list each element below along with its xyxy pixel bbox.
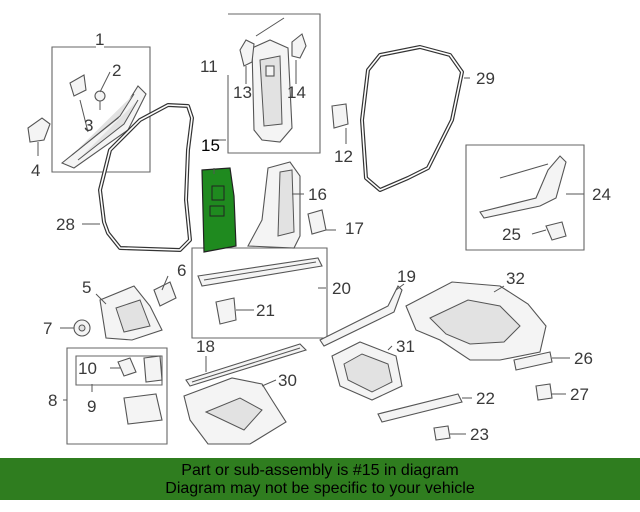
pillar-trim-part-16 xyxy=(247,161,301,249)
clip-part-4 xyxy=(27,117,51,143)
callout-31: 31 xyxy=(396,337,415,356)
sill-plate-part-18 xyxy=(185,343,308,387)
parts-diagram: 1 2 3 4 5 6 7 8 9 10 11 12 13 14 15 16 1… xyxy=(27,13,611,445)
callout-12: 12 xyxy=(334,147,353,166)
callout-11: 11 xyxy=(200,57,218,76)
clip-part-10 xyxy=(117,355,163,425)
callout-4: 4 xyxy=(31,161,40,180)
callout-28: 28 xyxy=(56,215,75,234)
seal-part-28 xyxy=(98,103,194,252)
callout-23: 23 xyxy=(470,425,489,444)
callout-9: 9 xyxy=(87,397,96,416)
callout-19: 19 xyxy=(397,267,416,286)
callout-13: 13 xyxy=(233,83,252,102)
callout-15: 15 xyxy=(201,136,220,155)
kick-panel-part-5 xyxy=(73,281,177,341)
callout-16: 16 xyxy=(308,185,327,204)
strip-part-22 xyxy=(377,393,463,423)
callout-1: 1 xyxy=(95,30,104,49)
sill-part-1 xyxy=(60,74,147,169)
callout-18: 18 xyxy=(196,337,215,356)
callout-6: 6 xyxy=(177,261,186,280)
callout-27: 27 xyxy=(570,385,589,404)
carpet-part-32 xyxy=(405,281,547,361)
callout-26: 26 xyxy=(574,349,593,368)
callout-32: 32 xyxy=(506,269,525,288)
bracket-part-26 xyxy=(513,351,553,371)
callout-5: 5 xyxy=(82,278,91,297)
trim-part-24 xyxy=(479,155,567,241)
banner-line-2: Diagram may not be specific to your vehi… xyxy=(165,480,475,497)
leader-lines xyxy=(37,60,584,435)
callout-3: 3 xyxy=(84,116,93,135)
callout-14: 14 xyxy=(287,83,306,102)
pillar-trim-part-11 xyxy=(239,17,307,143)
group-frame-24 xyxy=(465,144,585,251)
seal-part-29 xyxy=(360,45,464,192)
trim-part-30 xyxy=(183,377,287,445)
group-frame-9 xyxy=(75,355,163,386)
group-frame-11 xyxy=(227,13,321,154)
pillar-trim-part-15-highlighted xyxy=(201,167,237,253)
banner-line-1: Part or sub-assembly is #15 in diagram xyxy=(181,462,459,479)
clip-part-12 xyxy=(331,103,349,129)
callout-17: 17 xyxy=(345,219,364,238)
tray-part-31 xyxy=(331,341,403,401)
info-banner: Part or sub-assembly is #15 in diagram D… xyxy=(0,458,640,500)
callout-21: 21 xyxy=(256,301,275,320)
callout-30: 30 xyxy=(278,371,297,390)
callout-24: 24 xyxy=(592,185,611,204)
callout-2: 2 xyxy=(112,61,121,80)
clip-part-23 xyxy=(433,425,451,441)
callout-10: 10 xyxy=(78,359,97,378)
group-frame-8 xyxy=(66,347,168,445)
callout-29: 29 xyxy=(476,69,495,88)
callout-20: 20 xyxy=(332,279,351,298)
sill-plate-part-19 xyxy=(319,285,403,347)
clip-part-27 xyxy=(535,383,553,401)
sill-plate-part-20 xyxy=(197,257,323,325)
clip-part-17 xyxy=(307,209,327,235)
callout-25: 25 xyxy=(502,225,521,244)
callout-8: 8 xyxy=(48,391,57,410)
group-frame-1 xyxy=(51,46,151,173)
callout-7: 7 xyxy=(43,319,52,338)
callout-22: 22 xyxy=(476,389,495,408)
